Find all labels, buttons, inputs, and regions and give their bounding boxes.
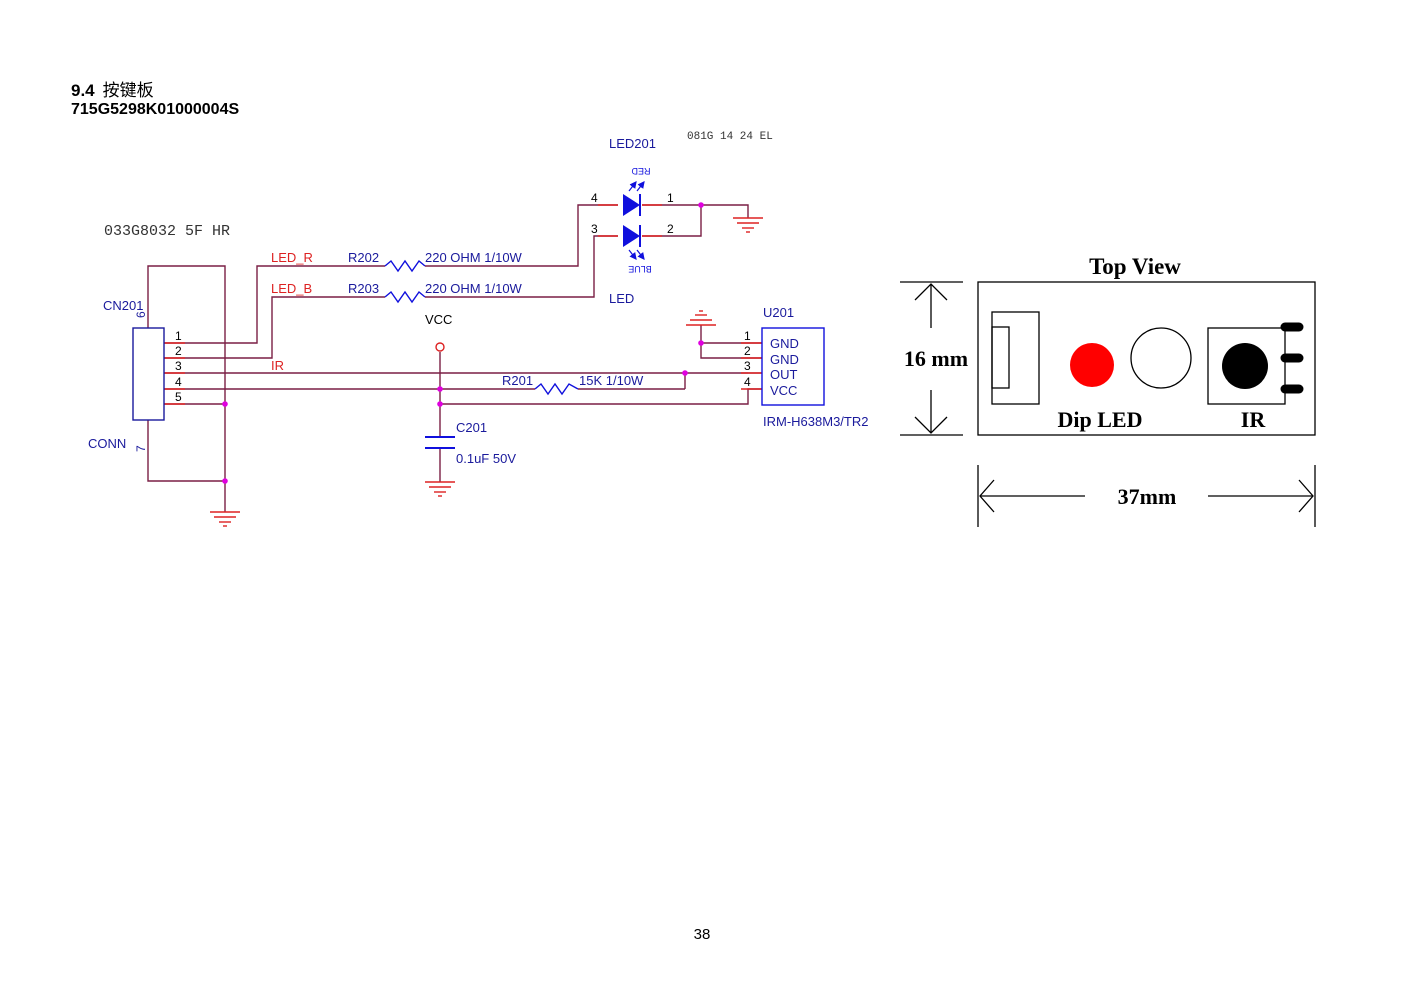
- section-number: 9.4: [71, 81, 95, 100]
- width-dimension-label: 37mm: [1118, 484, 1177, 509]
- ir-pin-num-2: 2: [744, 344, 751, 358]
- connector-pin-3: 3: [175, 359, 182, 373]
- ir-pin-num-4: 4: [744, 375, 751, 389]
- resistor-r201-value: 15K 1/10W: [579, 373, 644, 388]
- ir-footprint: [1207, 327, 1286, 405]
- connector-cn201: CN201 CONN 6 7 1 2 3 4 5: [88, 298, 182, 452]
- dip-led-label: Dip LED: [1058, 407, 1143, 432]
- resistor-r201-ref: R201: [502, 373, 533, 388]
- height-dimension-label: 16 mm: [904, 346, 968, 371]
- board-outline: [977, 281, 1316, 436]
- vcc-symbol: [435, 342, 445, 352]
- led-blue-label: BLUE: [628, 264, 652, 274]
- ir-pin-name-1: GND: [770, 336, 799, 351]
- connector-name: CONN: [88, 436, 126, 451]
- connector-pin-4: 4: [175, 375, 182, 389]
- capacitor-c201: C201 0.1uF 50V: [425, 420, 516, 466]
- connector-mount-pin-7: 7: [134, 445, 148, 452]
- white-led-footprint: [1130, 327, 1192, 389]
- led-blue-diode: [623, 225, 640, 247]
- connector-mount-pin-6: 6: [134, 311, 148, 318]
- led-pin-2: 2: [667, 222, 674, 236]
- connector-ref: CN201: [103, 298, 143, 313]
- ir-pin-num-3: 3: [744, 359, 751, 373]
- led-led201: LED201 LED RED BLUE 4 1 3 2: [591, 136, 674, 306]
- page-number: 38: [693, 926, 711, 943]
- part-number: 715G5298K01000004S: [71, 101, 240, 118]
- capacitor-ref: C201: [456, 420, 487, 435]
- net-label-vcc: VCC: [425, 312, 452, 327]
- ir-pin-name-3: OUT: [770, 367, 798, 382]
- resistor-r203-value: 220 OHM 1/10W: [425, 281, 523, 296]
- ground-symbols: [210, 217, 763, 527]
- board-code: 033G8032 5F HR: [104, 223, 230, 240]
- led-pin-1: 1: [667, 191, 674, 205]
- junction-dots: [222, 202, 704, 484]
- net-label-led-r: LED_R: [271, 250, 313, 265]
- resistor-r203-ref: R203: [348, 281, 379, 296]
- led-red-label: RED: [631, 166, 651, 176]
- net-label-led-b: LED_B: [271, 281, 312, 296]
- ir-receiver-ref: U201: [763, 305, 794, 320]
- top-view-title: Top View: [1089, 254, 1181, 279]
- led-name: LED: [609, 291, 634, 306]
- section-heading: 9.4 按键板: [71, 76, 154, 101]
- net-label-ir: IR: [271, 358, 284, 373]
- ir-receiver-u201: U201 IRM-H638M3/TR2 GND GND OUT VCC 1 2 …: [744, 305, 868, 429]
- capacitor-value: 0.1uF 50V: [456, 451, 516, 466]
- resistor-r202-value: 220 OHM 1/10W: [425, 250, 523, 265]
- led-pin-3: 3: [591, 222, 598, 236]
- led-code: 081G 14 24 EL: [687, 131, 773, 143]
- pin-stubs: [164, 204, 762, 405]
- ir-lens-icon: [1222, 343, 1268, 389]
- connector-pin-5: 5: [175, 390, 182, 404]
- led-red-diode: [623, 194, 640, 216]
- top-view-drawing: Top View 16 mm 37mm Dip LED: [900, 254, 1316, 527]
- connector-footprint: [991, 311, 1040, 405]
- ir-pin-name-4: VCC: [770, 383, 797, 398]
- resistor-symbols: [384, 259, 579, 396]
- led-ref: LED201: [609, 136, 656, 151]
- ir-pin-num-1: 1: [744, 329, 751, 343]
- connector-pin-1: 1: [175, 329, 182, 343]
- connector-pin-2: 2: [175, 344, 182, 358]
- red-led-footprint: [1070, 343, 1114, 387]
- led-pin-4: 4: [591, 191, 598, 205]
- section-title: 按键板: [102, 81, 154, 100]
- ir-pin-name-2: GND: [770, 352, 799, 367]
- ir-receiver-part: IRM-H638M3/TR2: [763, 414, 868, 429]
- resistor-r202-ref: R202: [348, 250, 379, 265]
- ir-label: IR: [1241, 407, 1267, 432]
